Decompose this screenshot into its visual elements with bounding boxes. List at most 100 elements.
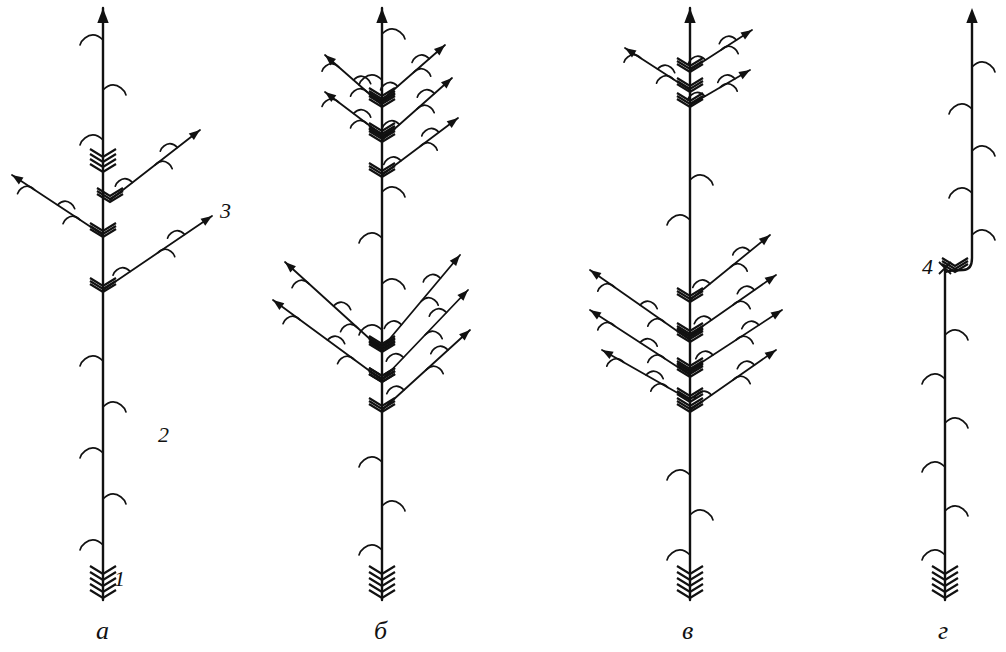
callout-number: 2	[158, 424, 169, 446]
needle-leaf	[113, 268, 130, 276]
needle-leaf	[382, 29, 405, 39]
arrowhead	[765, 350, 776, 360]
needle-leaf	[693, 280, 710, 288]
arrowhead	[602, 350, 614, 359]
needle-leaf	[737, 286, 754, 294]
needle-leaf	[160, 144, 177, 152]
stem-line	[12, 175, 103, 235]
needle-leaf	[696, 351, 713, 359]
needle-leaf	[949, 188, 972, 198]
needle-leaf	[387, 386, 404, 394]
needle-leaf	[733, 376, 750, 384]
needle-leaf	[972, 62, 995, 72]
needle-leaf	[359, 457, 382, 467]
needle-leaf	[736, 336, 753, 344]
bud-scale-scar	[942, 258, 968, 266]
needle-leaf	[972, 230, 995, 240]
bud-scale-scar	[677, 566, 703, 574]
needle-leaf	[658, 65, 675, 73]
stem-line	[285, 262, 382, 350]
callout-number: 1	[114, 568, 125, 590]
arrowhead	[738, 70, 750, 79]
needle-leaf	[341, 324, 358, 332]
bud-scale-scar	[369, 163, 395, 171]
needle-leaf	[721, 46, 738, 54]
needle-leaf	[322, 99, 339, 107]
needle-leaf	[351, 89, 368, 97]
needle-leaf	[640, 339, 657, 347]
needle-leaf	[283, 316, 300, 324]
bud-scale-scar	[369, 88, 395, 96]
stem-line	[273, 300, 382, 380]
needle-leaf	[359, 233, 382, 243]
arrowhead	[771, 310, 782, 320]
bud-scale-scar	[90, 278, 116, 286]
needle-leaf	[80, 135, 103, 145]
arrowhead	[765, 275, 776, 285]
needle-leaf	[155, 161, 172, 169]
callout-number: 4	[922, 256, 933, 278]
bud-scale-scar	[369, 368, 395, 376]
needle-leaf	[598, 284, 615, 292]
needle-leaf	[414, 69, 431, 77]
needle-leaf	[115, 179, 132, 187]
stem-line	[102, 8, 104, 600]
stem-line	[382, 255, 460, 348]
stem-line	[103, 216, 212, 290]
needle-leaf	[648, 319, 665, 327]
needle-leaf	[624, 55, 641, 63]
needle-leaf	[972, 146, 995, 156]
needle-leaf	[657, 76, 674, 84]
arrowhead	[441, 78, 452, 88]
arrowhead	[273, 300, 284, 310]
needle-leaf	[598, 322, 615, 330]
bud-scale-scar	[677, 78, 703, 86]
stem-line	[690, 235, 770, 300]
needle-leaf	[417, 105, 434, 113]
bud-scale-scar	[677, 398, 703, 406]
arrowhead	[201, 216, 212, 226]
needle-leaf	[607, 359, 624, 367]
needle-leaf	[922, 374, 945, 384]
arrowhead	[966, 8, 977, 23]
needle-leaf	[733, 301, 750, 309]
needle-leaf	[648, 355, 665, 363]
arrowhead	[759, 235, 770, 245]
needle-leaf	[158, 249, 175, 257]
needle-leaf	[420, 143, 437, 151]
needle-leaf	[412, 55, 429, 63]
bud-scale-scar	[90, 223, 116, 231]
needle-leaf	[359, 325, 382, 335]
lateral-shoot	[945, 20, 972, 272]
bud-scale-scar	[677, 358, 703, 366]
needle-leaf	[382, 501, 405, 511]
needle-leaf	[384, 321, 401, 329]
needle-leaf	[63, 216, 80, 224]
bud-scale-scar	[369, 398, 395, 406]
arrowhead	[590, 310, 602, 319]
needle-leaf	[922, 550, 945, 560]
needle-leaf	[338, 356, 355, 364]
bud-scale-scar	[369, 128, 395, 136]
bud-scale-scar	[677, 93, 703, 101]
stem-line	[590, 310, 690, 375]
needle-leaf	[80, 356, 103, 366]
arrowhead	[12, 175, 23, 185]
arrowhead	[97, 8, 108, 23]
needle-leaf	[730, 264, 747, 272]
stem-line	[602, 350, 690, 400]
needle-leaf	[423, 274, 440, 282]
needle-leaf	[421, 298, 438, 306]
arrowhead	[285, 262, 296, 272]
needle-leaf	[351, 120, 368, 128]
stem-line	[382, 290, 468, 380]
needle-leaf	[690, 510, 713, 520]
arrowhead	[457, 290, 468, 301]
needle-leaf	[168, 231, 185, 239]
needle-leaf	[667, 550, 690, 560]
panel-letter: б	[374, 618, 387, 644]
bud-scale-scar	[677, 288, 703, 296]
callout-number: 3	[220, 200, 231, 222]
needle-leaf	[386, 354, 403, 362]
